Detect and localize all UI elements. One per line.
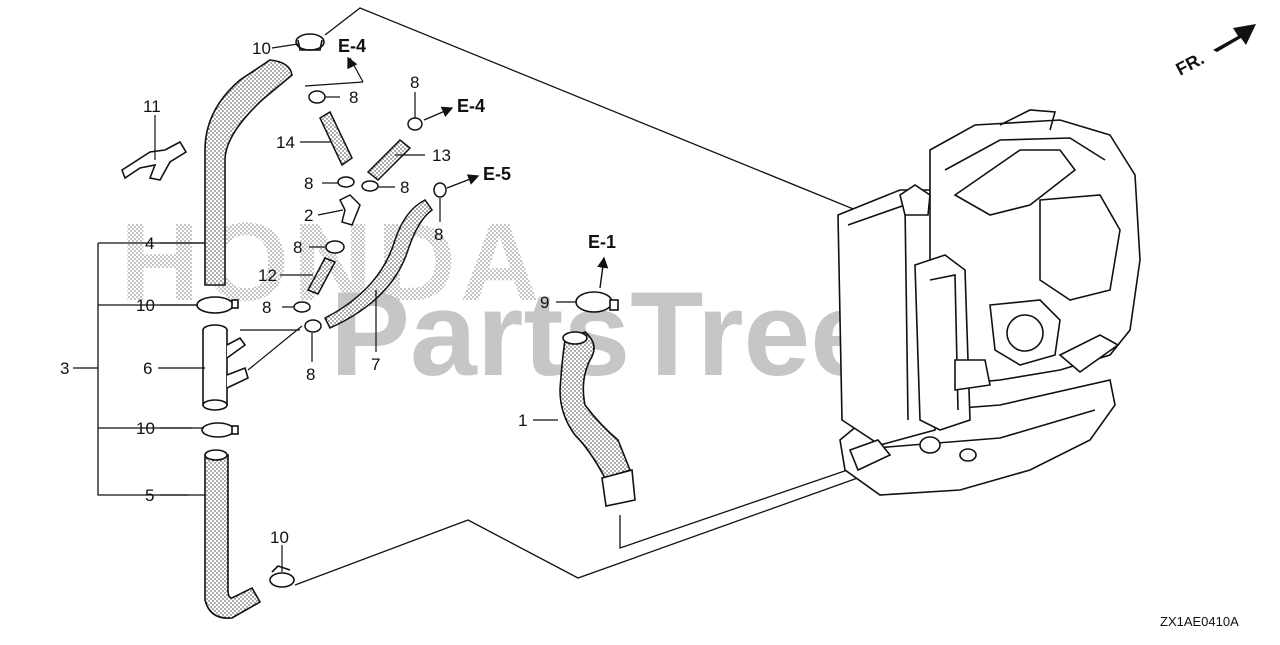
reference-e4-top: E-4 — [338, 36, 366, 56]
diagram-code: ZX1AE0410A — [1160, 614, 1239, 629]
callout-11: 11 — [143, 97, 161, 116]
hose-13 — [366, 138, 412, 182]
hose-clamp-10-mid — [196, 296, 239, 314]
callout-4: 4 — [145, 234, 154, 253]
callout-1: 1 — [518, 411, 527, 430]
callout-6: 6 — [143, 359, 152, 378]
reference-e1: E-1 — [588, 232, 616, 252]
outboard-engine-illustration — [837, 109, 1141, 496]
callout-8-e: 8 — [434, 225, 443, 244]
callout-3: 3 — [60, 359, 69, 378]
hose-clamp-10-low — [201, 422, 239, 438]
hose-4 — [204, 59, 293, 286]
callout-8-g: 8 — [262, 298, 271, 317]
reference-e4-right: E-4 — [457, 96, 485, 116]
hose-1-end — [601, 468, 636, 507]
callout-12: 12 — [258, 266, 277, 285]
callout-8-b: 8 — [410, 73, 419, 92]
callout-10-low: 10 — [136, 419, 155, 438]
clip-11 — [121, 140, 188, 181]
callout-9: 9 — [540, 293, 549, 312]
hose-clamps-8 — [293, 90, 447, 333]
reference-arrows — [347, 56, 609, 289]
hose-clamp-10-bottom — [269, 565, 295, 588]
direction-label: FR. — [1172, 48, 1207, 79]
callout-8-c: 8 — [304, 174, 313, 193]
hose-clamp-10-top — [295, 33, 325, 51]
hose-14 — [319, 110, 353, 167]
callout-8-a: 8 — [349, 88, 358, 107]
reference-e5: E-5 — [483, 164, 511, 184]
direction-arrow-icon — [1213, 24, 1256, 52]
hose-7 — [323, 199, 434, 329]
callout-14: 14 — [276, 133, 295, 152]
joint-2 — [338, 194, 361, 226]
callout-7: 7 — [371, 355, 380, 374]
direction-indicator: FR. — [1172, 24, 1256, 80]
watermark-site: PartsTree — [330, 267, 877, 401]
callout-2: 2 — [304, 206, 313, 225]
callout-5: 5 — [145, 486, 154, 505]
leader-lines — [73, 7, 936, 586]
callout-leaders — [154, 43, 576, 572]
callout-10-top: 10 — [252, 39, 271, 58]
hose-5 — [204, 454, 262, 619]
callout-8-h: 8 — [306, 365, 315, 384]
callout-13: 13 — [432, 146, 451, 165]
callout-8-f: 8 — [293, 238, 302, 257]
callout-10-mid: 10 — [136, 296, 155, 315]
callout-10-bottom: 10 — [270, 528, 289, 547]
callout-8-d: 8 — [400, 178, 409, 197]
y-joint-icon — [202, 324, 249, 411]
hose-1 — [559, 331, 632, 479]
hose-12 — [306, 257, 337, 295]
